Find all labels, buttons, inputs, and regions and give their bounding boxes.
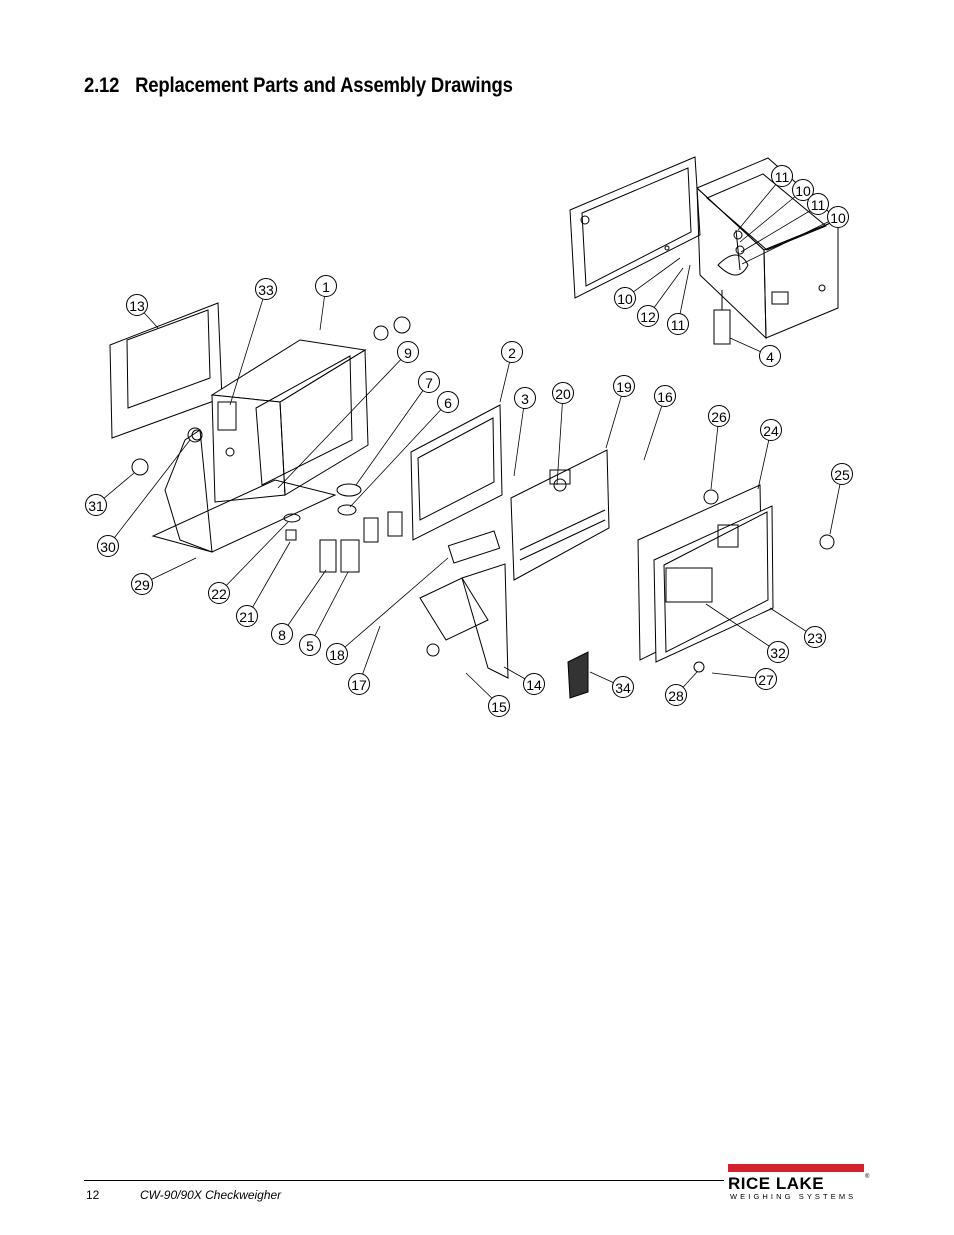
callout-33: 33 (255, 278, 277, 300)
warning-label (567, 651, 589, 699)
callout-29: 29 (131, 573, 153, 595)
callout-10a: 10 (792, 179, 814, 201)
callout-15: 15 (488, 695, 510, 717)
callout-34: 34 (612, 676, 634, 698)
document-title: CW-90/90X Checkweigher (140, 1188, 282, 1202)
logo-registered-mark: ® (865, 1174, 870, 1180)
section-heading: 2.12 Replacement Parts and Assembly Drawi… (84, 74, 513, 98)
callout-6: 6 (437, 391, 459, 413)
callout-19: 19 (613, 375, 635, 397)
callout-5: 5 (299, 634, 321, 656)
main-circuit-board (510, 449, 610, 581)
washer (703, 489, 719, 505)
callout-9: 9 (397, 341, 419, 363)
inner-gasket-plate (410, 404, 503, 541)
callout-32: 32 (767, 641, 789, 663)
callout-8: 8 (271, 623, 293, 645)
rice-lake-logo: RICE LAKE ® WEIGHING SYSTEMS (728, 1164, 870, 1204)
callout-18: 18 (326, 643, 348, 665)
callout-1: 1 (315, 275, 337, 297)
callout-11c: 11 (667, 313, 689, 335)
ribbon-cable (447, 530, 501, 564)
callout-25: 25 (831, 463, 853, 485)
callout-3: 3 (514, 387, 536, 409)
overlay-panel (109, 302, 223, 439)
page-number: 12 (86, 1188, 100, 1202)
callout-31: 31 (85, 494, 107, 516)
callout-11b: 11 (807, 193, 829, 215)
callout-22: 22 (208, 582, 230, 604)
callout-21: 21 (236, 605, 258, 627)
callout-14: 14 (523, 673, 545, 695)
callout-16: 16 (654, 385, 676, 407)
callout-13: 13 (126, 294, 148, 316)
callout-10c: 10 (614, 287, 636, 309)
section-title-text: Replacement Parts and Assembly Drawings (135, 74, 513, 97)
callout-2: 2 (501, 341, 523, 363)
logo-tagline: WEIGHING SYSTEMS (730, 1192, 857, 1201)
callout-4: 4 (759, 345, 781, 367)
callout-27: 27 (755, 668, 777, 690)
callout-17: 17 (348, 673, 370, 695)
callout-30: 30 (97, 535, 119, 557)
logo-wordmark: RICE LAKE (728, 1174, 825, 1193)
callout-24: 24 (760, 419, 782, 441)
callout-28: 28 (665, 684, 687, 706)
power-supply-board (419, 563, 509, 679)
callout-7: 7 (418, 371, 440, 393)
main-enclosure (210, 339, 369, 503)
callout-11a: 11 (771, 165, 793, 187)
footer-rule (84, 1180, 724, 1181)
callout-26: 26 (708, 405, 730, 427)
rear-enclosure (696, 157, 839, 345)
callout-10b: 10 (827, 206, 849, 228)
section-number: 2.12 (84, 74, 120, 97)
rear-cover-gasket (569, 156, 701, 299)
mounting-bracket (151, 427, 337, 553)
front-panel-assembly (637, 484, 774, 663)
knob (131, 458, 149, 476)
callout-12: 12 (637, 305, 659, 327)
callout-23: 23 (804, 626, 826, 648)
callout-20: 20 (552, 382, 574, 404)
assembly-drawing (95, 156, 843, 706)
logo-red-bar (728, 1164, 864, 1172)
